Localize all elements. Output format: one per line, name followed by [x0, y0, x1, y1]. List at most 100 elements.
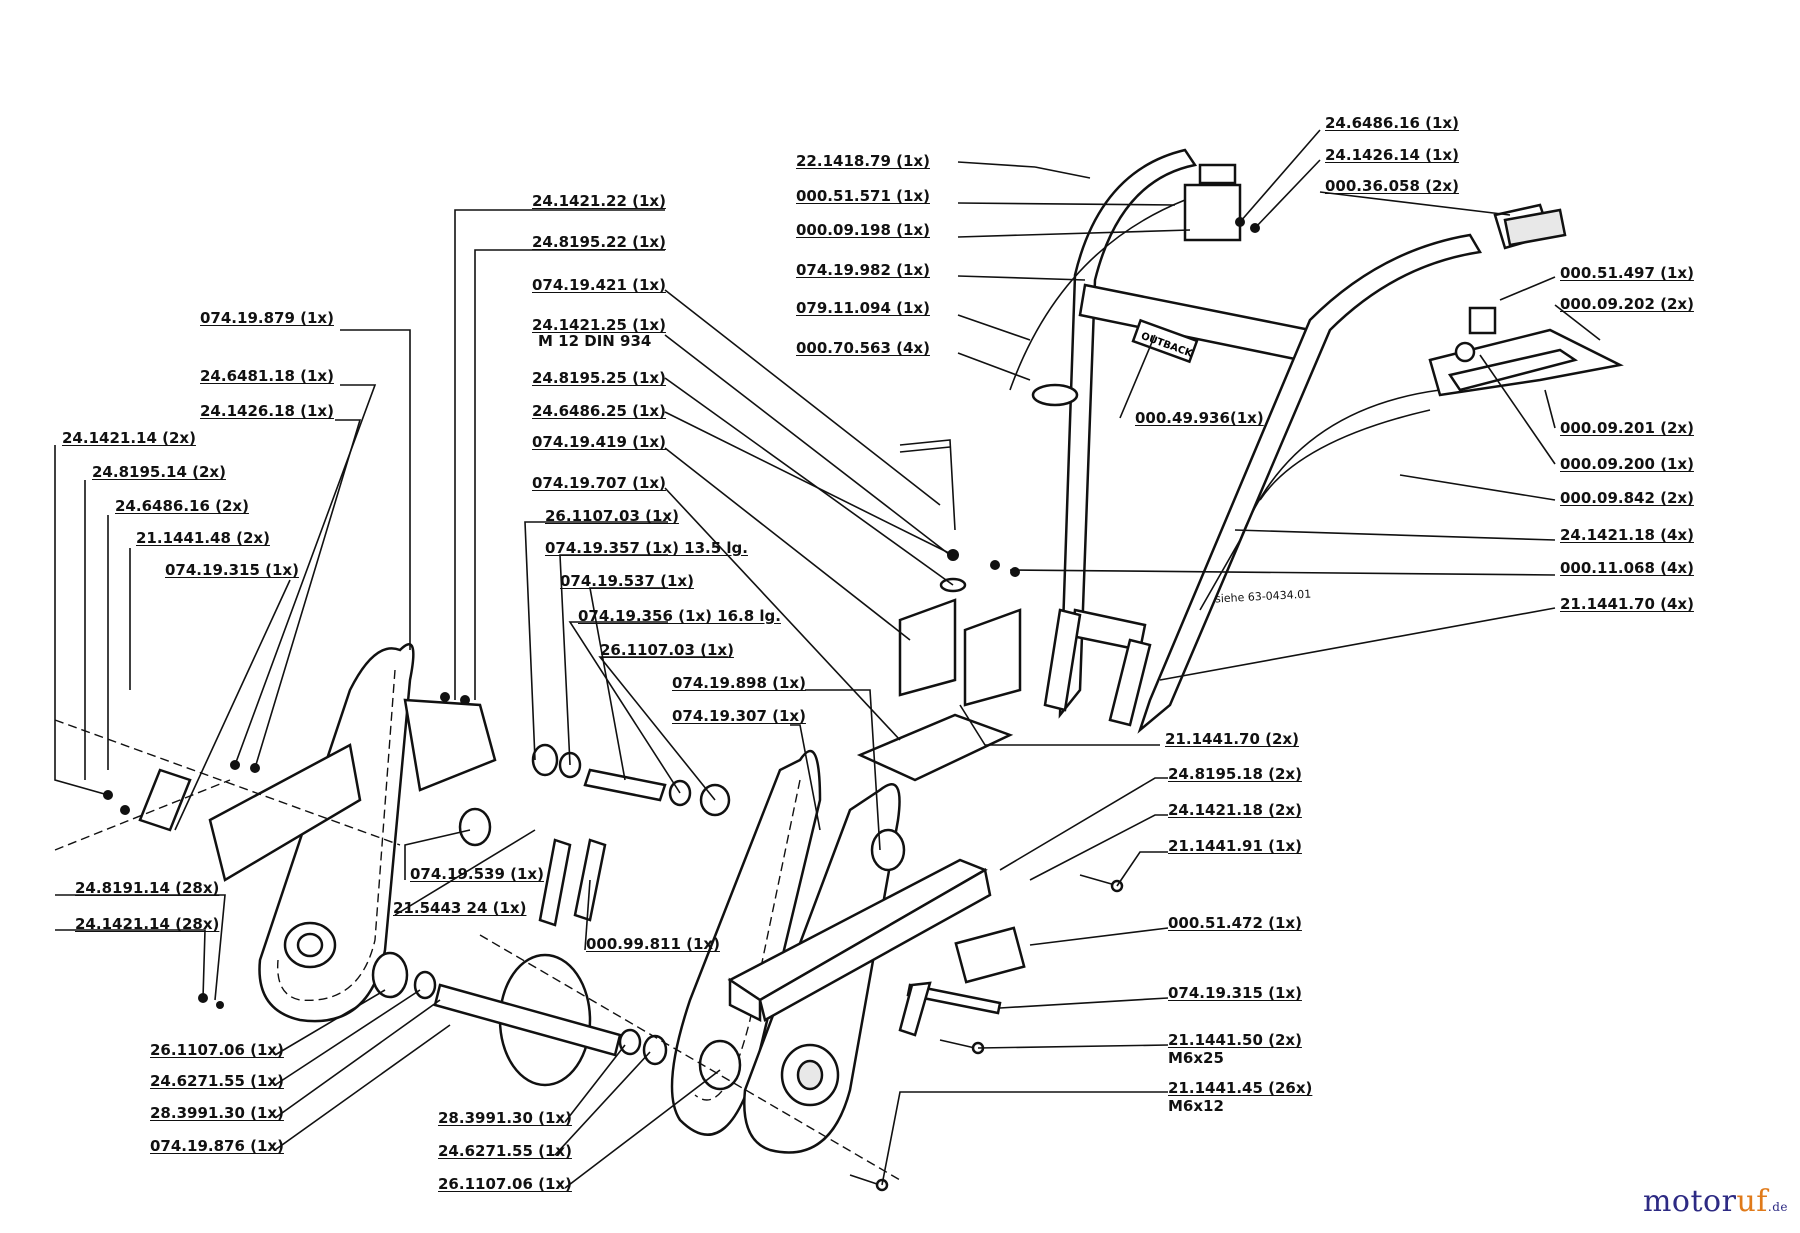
callout-l57: 21.1441.91 (1x)	[1168, 837, 1302, 855]
callout-l40: 21.1441.48 (2x)	[136, 529, 270, 547]
callout-l51: 28.3991.30 (1x)	[438, 1109, 572, 1127]
leader-l6	[957, 352, 1031, 381]
leader-l9	[1254, 159, 1321, 229]
leader-l61	[881, 1091, 1168, 1186]
callout-l47: 26.1107.06 (1x)	[150, 1041, 284, 1059]
callout-l52: 24.6271.55 (1x)	[438, 1142, 572, 1160]
drive-sprocket	[698, 1039, 742, 1091]
center-axis-line	[479, 934, 901, 1181]
throttle-lever-body	[1183, 183, 1242, 242]
leader-l51	[564, 1044, 626, 1123]
callout-l43: 21.5443 24 (1x)	[393, 899, 527, 917]
shaft-bearing-left	[371, 951, 409, 999]
input-shaft	[583, 768, 667, 802]
callout-l48: 24.6271.55 (1x)	[150, 1072, 284, 1090]
throttle-cable	[1009, 199, 1186, 391]
callout-l21: 074.19.421 (1x)	[532, 276, 666, 294]
leader-l21	[664, 289, 941, 506]
upper-sprocket	[870, 828, 906, 872]
chain-case-left-hub-inner	[296, 932, 324, 958]
bearing-1	[531, 743, 559, 777]
callout-s3: M6x12	[1168, 1097, 1224, 1115]
callout-l15: 000.09.842 (2x)	[1560, 489, 1694, 507]
leader-l24	[664, 411, 954, 556]
leader-l36	[254, 419, 362, 769]
mount-plate	[856, 713, 1014, 782]
frame-bar-body	[728, 977, 762, 1023]
leader-l54	[959, 704, 1160, 746]
callout-l6: 000.70.563 (4x)	[796, 339, 930, 357]
callout-l18: 21.1441.70 (4x)	[1560, 595, 1694, 613]
leader-l4	[957, 275, 1086, 281]
callout-l11: 000.51.497 (1x)	[1560, 264, 1694, 282]
callout-l5: 079.11.094 (1x)	[796, 299, 930, 317]
handle-bolt-nut-2	[1010, 567, 1020, 577]
leader-l32	[805, 689, 881, 851]
watermark-logo: motoruf.de	[1643, 1184, 1788, 1219]
leader-l12	[1554, 304, 1601, 341]
callout-l61: 21.1441.45 (26x)	[1168, 1079, 1313, 1097]
callout-l56: 24.1421.18 (2x)	[1168, 801, 1302, 819]
leader-l26	[664, 487, 901, 741]
leader-l25	[664, 447, 911, 641]
stake-bracket	[898, 598, 957, 697]
leader-l60	[977, 1044, 1169, 1049]
callout-l28: 074.19.357 (1x) 13.5 lg.	[545, 539, 748, 557]
callout-l12: 000.09.202 (2x)	[1560, 295, 1694, 313]
leader-l2	[957, 202, 1176, 206]
callout-l59: 074.19.315 (1x)	[1168, 984, 1302, 1002]
callout-l4: 074.19.982 (1x)	[796, 261, 930, 279]
leader-l44	[584, 879, 591, 951]
left-mount-bracket	[403, 698, 497, 792]
case-nut-1	[440, 692, 450, 702]
shaft-ring-right	[618, 1028, 642, 1056]
left-bolt-nut-2	[120, 805, 130, 815]
leader-l19	[454, 209, 665, 700]
callout-l49: 28.3991.30 (1x)	[150, 1104, 284, 1122]
leader-l3	[957, 229, 1191, 238]
callout-l37: 24.1421.14 (2x)	[62, 429, 196, 447]
leader-l50	[274, 1024, 451, 1151]
depth-stake-rod	[899, 439, 956, 531]
label-plate-outback	[1131, 318, 1199, 364]
leader-l29	[589, 587, 668, 781]
right-bolt-1	[939, 1039, 976, 1049]
callout-l10: 000.36.058 (2x)	[1325, 177, 1459, 195]
screw-22141879	[1034, 166, 1091, 179]
leader-l8	[1239, 129, 1321, 223]
callout-l9: 24.1426.14 (1x)	[1325, 146, 1459, 164]
leader-l35	[234, 384, 377, 766]
callout-l42: 074.19.539 (1x)	[410, 865, 544, 883]
sprocket-spacer	[458, 807, 492, 847]
callout-l24: 24.6486.25 (1x)	[532, 402, 666, 420]
callout-s1: M 12 DIN 934	[538, 332, 652, 350]
stake-bracket-2	[963, 608, 1022, 707]
left-stabilizer	[138, 768, 192, 832]
callout-l39: 24.6486.16 (2x)	[115, 497, 249, 515]
callout-l45: 24.8191.14 (28x)	[75, 879, 220, 897]
callout-l22: 24.1421.25 (1x)	[532, 316, 666, 334]
handle-leg-left	[1043, 608, 1082, 712]
cable-clip	[1031, 383, 1079, 407]
callout-l7: 000.49.936(1x)	[1135, 409, 1264, 427]
leader-l30	[568, 621, 681, 794]
callout-l2: 000.51.571 (1x)	[796, 187, 930, 205]
leader-l1	[957, 161, 1036, 168]
callout-l53: 26.1107.06 (1x)	[438, 1175, 572, 1193]
leader-l34	[340, 329, 411, 650]
leader-l59	[999, 997, 1169, 1009]
callout-l44: 000.99.811 (1x)	[586, 935, 720, 953]
leader-l47	[274, 989, 386, 1056]
callout-l60: 21.1441.50 (2x)	[1168, 1031, 1302, 1049]
callout-l3: 000.09.198 (1x)	[796, 221, 930, 239]
frame-bar-body-2	[758, 868, 992, 1022]
callout-l13: 000.09.201 (2x)	[1560, 419, 1694, 437]
leader-l7	[1119, 334, 1156, 419]
watermark-main: motor	[1642, 1184, 1737, 1219]
handle-leg-right	[1108, 638, 1152, 727]
leader-l55	[999, 777, 1168, 871]
leader-l20	[474, 249, 665, 700]
callout-l38: 24.8195.14 (2x)	[92, 463, 226, 481]
leader-l52	[554, 1051, 651, 1156]
drive-shaft-assembly	[371, 743, 731, 1087]
